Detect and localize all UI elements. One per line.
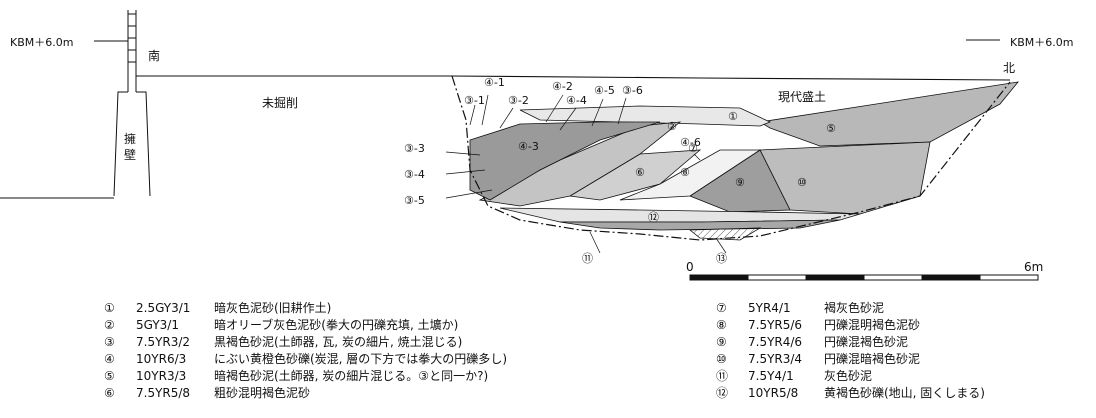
legend-color-code: 10YR5/8 bbox=[748, 386, 799, 400]
ground-surface bbox=[0, 39, 1011, 199]
legend-color-code: 7.5YR4/6 bbox=[748, 335, 803, 349]
layer-label-4-6: ④-6 bbox=[680, 136, 701, 149]
legend-right: ⑦ 5YR4/1 褐灰色砂泥 ⑧ 7.5YR5/6 円礫混明褐色泥砂 ⑨ 7.5YR4/6 円礫… bbox=[716, 300, 985, 402]
legend-entry: ③ 7.5YR3/2 黒褐色砂泥(土師器, 瓦, 炭の細片, 焼土混じる) bbox=[104, 334, 507, 351]
legend-color-code: 7.5YR3/4 bbox=[748, 352, 803, 366]
layer-label-3-3: ③-3 bbox=[404, 142, 425, 155]
retaining-wall bbox=[94, 10, 151, 197]
leader-lines bbox=[445, 94, 727, 254]
legend-color-code: 7.5YR3/2 bbox=[136, 335, 191, 349]
legend-description: 粗砂混明褐色泥砂 bbox=[214, 386, 311, 400]
legend-description: 暗褐色砂泥(土師器, 炭の細片混じる。③と同一か?) bbox=[214, 369, 489, 383]
layer-label-4-5: ④-5 bbox=[594, 84, 615, 97]
legend-entry: ⑧ 7.5YR5/6 円礫混明褐色泥砂 bbox=[716, 317, 985, 334]
legend-color-code: 2.5GY3/1 bbox=[136, 301, 191, 315]
layer-label-3-1: ③-1 bbox=[464, 94, 485, 107]
legend-number: ⑨ bbox=[716, 335, 727, 349]
legend-number: ③ bbox=[104, 335, 115, 349]
legend-entry: ⑨ 7.5YR4/6 円礫混褐色砂泥 bbox=[716, 334, 985, 351]
layer-label-4-4: ④-4 bbox=[566, 94, 587, 107]
layer-11-fill bbox=[559, 219, 841, 231]
scale-zero-label: 0 bbox=[686, 260, 694, 274]
layer-label-3-6: ③-6 bbox=[622, 84, 643, 97]
legend-color-code: 10YR3/3 bbox=[136, 369, 187, 383]
legend-number: ⑩ bbox=[716, 352, 727, 366]
legend-description: 円礫混明褐色泥砂 bbox=[824, 318, 921, 332]
legend-number: ⑥ bbox=[104, 386, 115, 400]
legend-number: ⑫ bbox=[716, 386, 729, 400]
layer-label-8: ⑧ bbox=[680, 166, 690, 179]
legend-number: ⑤ bbox=[104, 369, 115, 383]
legend-entry: ⑦ 5YR4/1 褐灰色砂泥 bbox=[716, 300, 985, 317]
legend-color-code: 7.5YR5/6 bbox=[748, 318, 803, 332]
kbm-left-label: KBM＋6.0m bbox=[10, 36, 73, 49]
layer-label-1: ① bbox=[728, 110, 738, 123]
layer-label-12: ⑫ bbox=[648, 211, 659, 224]
legend-left: ① 2.5GY3/1 暗灰色泥砂(旧耕作土) ② 5GY3/1 暗オリーブ灰色泥砂(拳大の… bbox=[104, 300, 507, 402]
scale-end-label: 6m bbox=[1024, 260, 1043, 274]
layer-label-4-1: ④-1 bbox=[484, 76, 505, 89]
scale-bar bbox=[689, 274, 1039, 281]
legend-entry: ⑥ 7.5YR5/8 粗砂混明褐色泥砂 bbox=[104, 385, 507, 402]
legend-number: ① bbox=[104, 301, 115, 315]
layer-label-3-2: ③-2 bbox=[508, 94, 529, 107]
layer-13-fill bbox=[688, 227, 762, 241]
legend-number: ⑪ bbox=[716, 369, 729, 383]
layer-label-5: ⑤ bbox=[826, 122, 836, 135]
layer-label-6: ⑥ bbox=[635, 166, 645, 179]
legend-color-code: 5GY3/1 bbox=[136, 318, 179, 332]
legend-color-code: 7.5Y4/1 bbox=[748, 369, 794, 383]
legend-description: 黒褐色砂泥(土師器, 瓦, 炭の細片, 焼土混じる) bbox=[214, 335, 463, 349]
layer-label-13: ⑬ bbox=[716, 252, 727, 265]
legend-description: 灰色砂泥 bbox=[824, 369, 873, 383]
legend-entry: ⑤ 10YR3/3 暗褐色砂泥(土師器, 炭の細片混じる。③と同一か?) bbox=[104, 368, 507, 385]
layer-label-4-3: ④-3 bbox=[518, 140, 539, 153]
layer-4-fill bbox=[478, 121, 682, 207]
layer-label-7: ⑦ bbox=[688, 142, 698, 155]
legend-description: 褐灰色砂泥 bbox=[824, 301, 885, 315]
layer-label-9: ⑨ bbox=[735, 176, 745, 189]
legend-description: 暗灰色泥砂(旧耕作土) bbox=[214, 301, 332, 315]
layer-label-4-2: ④-2 bbox=[552, 80, 573, 93]
kbm-right-label: KBM＋6.0m bbox=[1010, 36, 1073, 49]
layer-label-2: ② bbox=[667, 120, 677, 133]
layer-8-fill bbox=[619, 149, 762, 201]
legend-number: ④ bbox=[104, 352, 115, 366]
modern-fill-label: 現代盛土 bbox=[778, 89, 826, 104]
legend-color-code: 7.5YR5/8 bbox=[136, 386, 191, 400]
legend-entry: ⑪ 7.5Y4/1 灰色砂泥 bbox=[716, 368, 985, 385]
layer-label-11: ⑪ bbox=[582, 252, 593, 265]
legend-color-code: 5YR4/1 bbox=[748, 301, 791, 315]
unexcavated-label: 未掘削 bbox=[262, 95, 298, 110]
north-label: 北 bbox=[1003, 61, 1015, 75]
legend-description: 円礫混褐色砂泥 bbox=[824, 335, 909, 349]
legend-number: ⑧ bbox=[716, 318, 727, 332]
legend-color-code: 10YR6/3 bbox=[136, 352, 187, 366]
legend-description: 円礫混暗褐色砂泥 bbox=[824, 352, 921, 366]
wall-label-1: 擁 bbox=[124, 131, 136, 146]
legend-entry: ① 2.5GY3/1 暗灰色泥砂(旧耕作土) bbox=[104, 300, 507, 317]
legend-description: 暗オリーブ灰色泥砂(拳大の円礫充填, 土壙か) bbox=[214, 318, 459, 332]
legend-description: にぶい黄橙色砂礫(炭混, 層の下方では拳大の円礫多し) bbox=[214, 352, 507, 366]
legend-number: ⑦ bbox=[716, 301, 727, 315]
south-label: 南 bbox=[148, 48, 160, 63]
wall-label-2: 壁 bbox=[124, 147, 136, 162]
layer-label-10: ⑩ bbox=[797, 176, 807, 189]
legend-entry: ② 5GY3/1 暗オリーブ灰色泥砂(拳大の円礫充填, 土壙か) bbox=[104, 317, 507, 334]
layer-label-3-5: ③-5 bbox=[404, 194, 425, 207]
pit-outline bbox=[451, 75, 1011, 241]
layer-3-fill bbox=[469, 121, 661, 201]
legend-entry: ⑫ 10YR5/8 黄褐色砂礫(地山, 固くしまる) bbox=[716, 385, 985, 402]
legend-description: 黄褐色砂礫(地山, 固くしまる) bbox=[824, 386, 985, 400]
legend-number: ② bbox=[104, 318, 115, 332]
layer-label-3-4: ③-4 bbox=[404, 168, 425, 181]
pit-fill bbox=[469, 81, 1019, 241]
legend-entry: ④ 10YR6/3 にぶい黄橙色砂礫(炭混, 層の下方では拳大の円礫多し) bbox=[104, 351, 507, 368]
legend-entry: ⑩ 7.5YR3/4 円礫混暗褐色砂泥 bbox=[716, 351, 985, 368]
